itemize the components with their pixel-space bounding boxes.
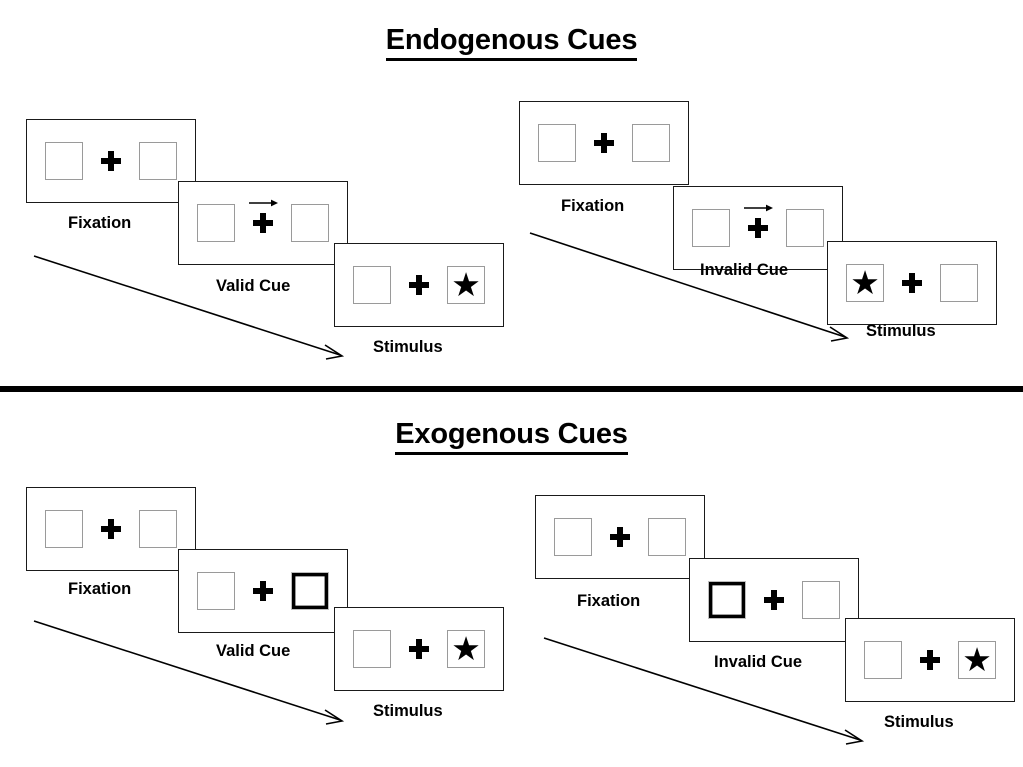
fixation-cross: [409, 275, 429, 295]
right-placeholder-box: [291, 204, 329, 242]
fixation-cross: [764, 590, 784, 610]
endogenous-valid-fixation-frame: [26, 119, 196, 203]
left-placeholder-box: [353, 266, 391, 304]
endogenous-invalid-stimulus-label: Stimulus: [866, 322, 936, 340]
exogenous-valid-cue-label: Valid Cue: [216, 642, 291, 660]
arrow-right-icon: [249, 199, 278, 207]
left-placeholder-box: [197, 572, 235, 610]
right-placeholder-box: [940, 264, 978, 302]
right-target-box: ★: [958, 641, 996, 679]
left-target-box: ★: [846, 264, 884, 302]
star-icon: ★: [962, 640, 992, 678]
right-cued-box: [291, 572, 329, 610]
exogenous-invalid-stimulus-label: Stimulus: [884, 713, 954, 731]
fixation-cross-with-cue: [744, 204, 773, 238]
section-title-endogenous: Endogenous Cues: [0, 24, 1023, 61]
exogenous-valid-stimulus-label: Stimulus: [373, 702, 443, 720]
endogenous-valid-cue-frame: [178, 181, 348, 265]
endogenous-valid-stimulus-label: Stimulus: [373, 338, 443, 356]
fixation-cross: [253, 581, 273, 601]
section-title-endogenous-text: Endogenous Cues: [385, 24, 637, 61]
fixation-cross: [101, 519, 121, 539]
left-placeholder-box: [554, 518, 592, 556]
endogenous-invalid-fixation-label: Fixation: [561, 197, 625, 215]
exogenous-invalid-time-arrow: [543, 637, 865, 745]
star-icon: ★: [850, 263, 880, 301]
exogenous-valid-cue-frame: [178, 549, 348, 633]
right-placeholder-box: [802, 581, 840, 619]
fixation-cross: [610, 527, 630, 547]
left-placeholder-box: [864, 641, 902, 679]
right-placeholder-box: [139, 142, 177, 180]
endogenous-valid-cue-label: Valid Cue: [216, 277, 291, 295]
section-title-exogenous-text: Exogenous Cues: [395, 418, 628, 455]
left-placeholder-box: [692, 209, 730, 247]
endogenous-valid-stimulus-frame: ★: [334, 243, 504, 327]
left-placeholder-box: [45, 142, 83, 180]
left-placeholder-box: [197, 204, 235, 242]
endogenous-invalid-cue-frame: [673, 186, 843, 270]
endogenous-invalid-cue-label: Invalid Cue: [700, 261, 789, 279]
fixation-cross: [594, 133, 614, 153]
exogenous-valid-stimulus-frame: ★: [334, 607, 504, 691]
exogenous-invalid-fixation-frame: [535, 495, 705, 579]
exogenous-invalid-cue-frame: [689, 558, 859, 642]
right-placeholder-box: [648, 518, 686, 556]
fixation-cross: [409, 639, 429, 659]
right-placeholder-box: [632, 124, 670, 162]
arrow-right-icon: [744, 204, 773, 212]
exogenous-invalid-cue-label: Invalid Cue: [714, 653, 803, 671]
left-placeholder-box: [538, 124, 576, 162]
exogenous-valid-fixation-frame: [26, 487, 196, 571]
left-placeholder-box: [353, 630, 391, 668]
endogenous-invalid-fixation-frame: [519, 101, 689, 185]
fixation-cross: [902, 273, 922, 293]
endogenous-invalid-stimulus-frame: ★: [827, 241, 997, 325]
endogenous-valid-fixation-label: Fixation: [68, 214, 132, 232]
right-target-box: ★: [447, 630, 485, 668]
star-icon: ★: [451, 629, 481, 667]
left-placeholder-box: [45, 510, 83, 548]
fixation-cross: [920, 650, 940, 670]
right-placeholder-box: [139, 510, 177, 548]
exogenous-invalid-fixation-label: Fixation: [577, 592, 641, 610]
right-placeholder-box: [786, 209, 824, 247]
left-cued-box: [708, 581, 746, 619]
star-icon: ★: [451, 265, 481, 303]
right-target-box: ★: [447, 266, 485, 304]
section-title-exogenous: Exogenous Cues: [0, 418, 1023, 455]
exogenous-valid-fixation-label: Fixation: [68, 580, 132, 598]
fixation-cross-with-cue: [249, 199, 278, 233]
fixation-cross: [101, 151, 121, 171]
exogenous-invalid-stimulus-frame: ★: [845, 618, 1015, 702]
section-divider: [0, 386, 1023, 392]
